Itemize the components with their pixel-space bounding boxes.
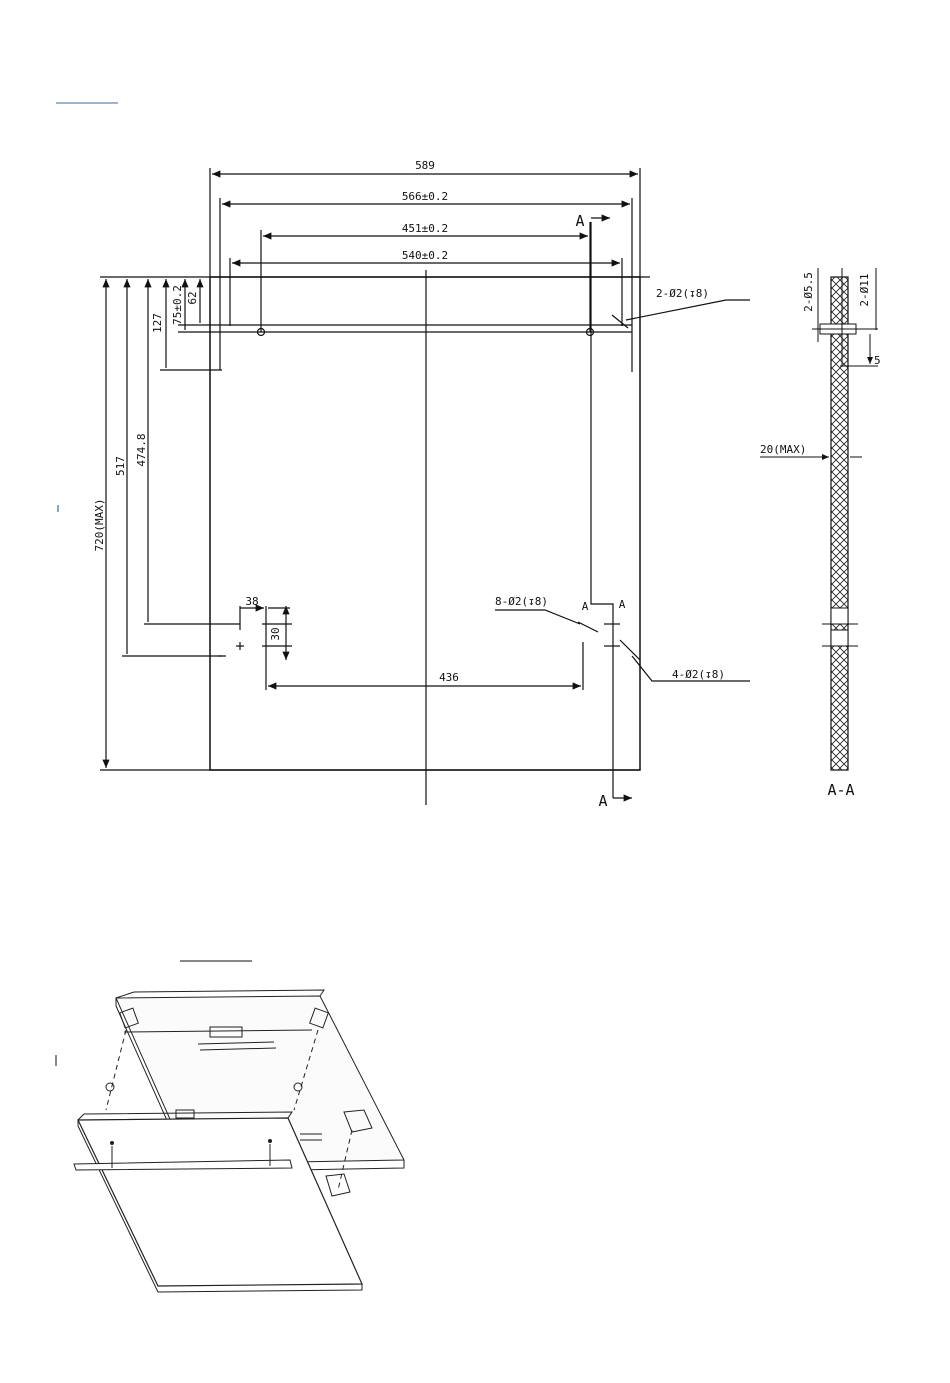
callout-top-holes: 2-Ø2(↧8)	[656, 287, 709, 300]
callout-bottom-holes: 8-Ø2(↧8)	[495, 595, 548, 608]
dim-30: 30	[269, 627, 282, 640]
section-title: A-A	[827, 781, 854, 799]
dim-38: 38	[245, 595, 258, 608]
section-mark-bottom: A	[598, 792, 607, 810]
dim-540: 540±0.2	[402, 249, 448, 262]
section-view: 2-Ø5.5 2-Ø11 5 20(MAX) A-A	[760, 268, 881, 799]
dim-127: 127	[151, 313, 164, 333]
front-view-labels: 589 566±0.2 451±0.2 540±0.2 720(MAX) 517…	[93, 159, 725, 810]
dim-hole-11: 2-Ø11	[858, 273, 871, 306]
dim-hole-5-5: 2-Ø5.5	[802, 272, 815, 312]
section-body	[831, 277, 848, 770]
dim-474-8: 474.8	[135, 433, 148, 466]
isometric-view	[74, 990, 404, 1292]
dim-62: 62	[186, 291, 199, 304]
dim-517: 517	[114, 456, 127, 476]
dim-thickness-20: 20(MAX)	[760, 443, 806, 456]
dim-436: 436	[439, 671, 459, 684]
front-view	[100, 168, 750, 805]
dim-depth-5: 5	[874, 354, 881, 367]
section-mark-top: A	[575, 212, 584, 230]
dim-589: 589	[415, 159, 435, 172]
section-mark-mid-right: A	[619, 598, 626, 611]
dim-451: 451±0.2	[402, 222, 448, 235]
callout-right-holes: 4-Ø2(↧8)	[672, 668, 725, 681]
dim-720-max: 720(MAX)	[93, 499, 106, 552]
dim-566: 566±0.2	[402, 190, 448, 203]
section-mark-mid-left: A	[582, 600, 589, 613]
panel-outline	[210, 277, 640, 770]
dim-75: 75±0.2	[171, 285, 184, 325]
